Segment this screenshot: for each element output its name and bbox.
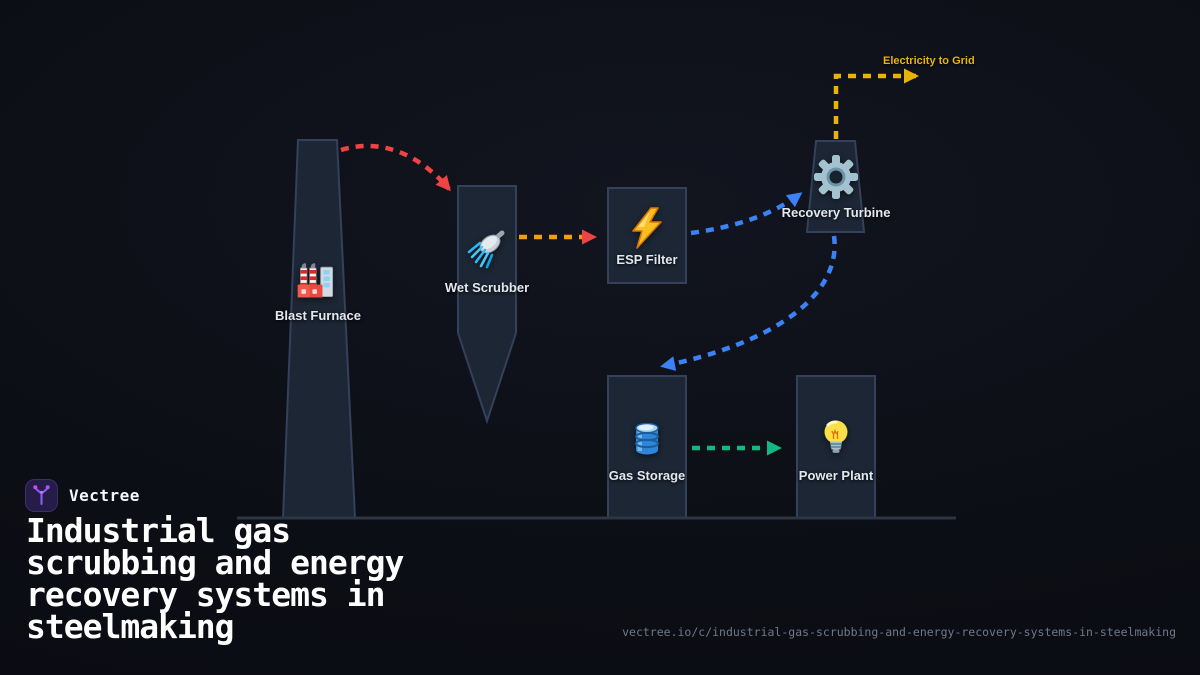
page-url: vectree.io/c/industrial-gas-scrubbing-an…	[622, 625, 1176, 639]
oil-drum-icon	[635, 422, 659, 455]
brand-row: Vectree	[25, 479, 140, 512]
shower-icon	[467, 230, 505, 269]
recovery-turbine-label: Recovery Turbine	[781, 205, 891, 220]
branch-tree-icon	[25, 479, 58, 512]
gear-icon	[814, 155, 858, 199]
connector-furnace-to-scrubber	[340, 143, 451, 192]
title-line: scrubbing and energy	[26, 543, 404, 582]
wet-scrubber-label: Wet Scrubber	[444, 280, 530, 295]
electricity-to-grid-label: Electricity to Grid	[883, 55, 975, 67]
title-line: recovery systems in	[26, 575, 386, 614]
page-title: Industrial gas scrubbing and energy reco…	[26, 511, 404, 646]
connector-turbine-to-storage	[660, 235, 837, 371]
brand-name: Vectree	[69, 486, 140, 505]
lightning-icon	[632, 207, 662, 249]
wet-scrubber-shape	[457, 185, 517, 425]
title-line: Industrial gas	[26, 511, 291, 550]
connector-turbine-to-grid	[833, 68, 919, 139]
esp-filter-label: ESP Filter	[616, 252, 678, 267]
light-bulb-icon	[824, 420, 848, 453]
gas-storage-label: Gas Storage	[608, 468, 686, 483]
title-line: steelmaking	[26, 607, 235, 646]
blast-furnace-label: Blast Furnace	[275, 308, 361, 323]
blast-furnace-shape	[281, 139, 357, 519]
factory-icon	[297, 263, 334, 298]
power-plant-label: Power Plant	[798, 468, 874, 483]
